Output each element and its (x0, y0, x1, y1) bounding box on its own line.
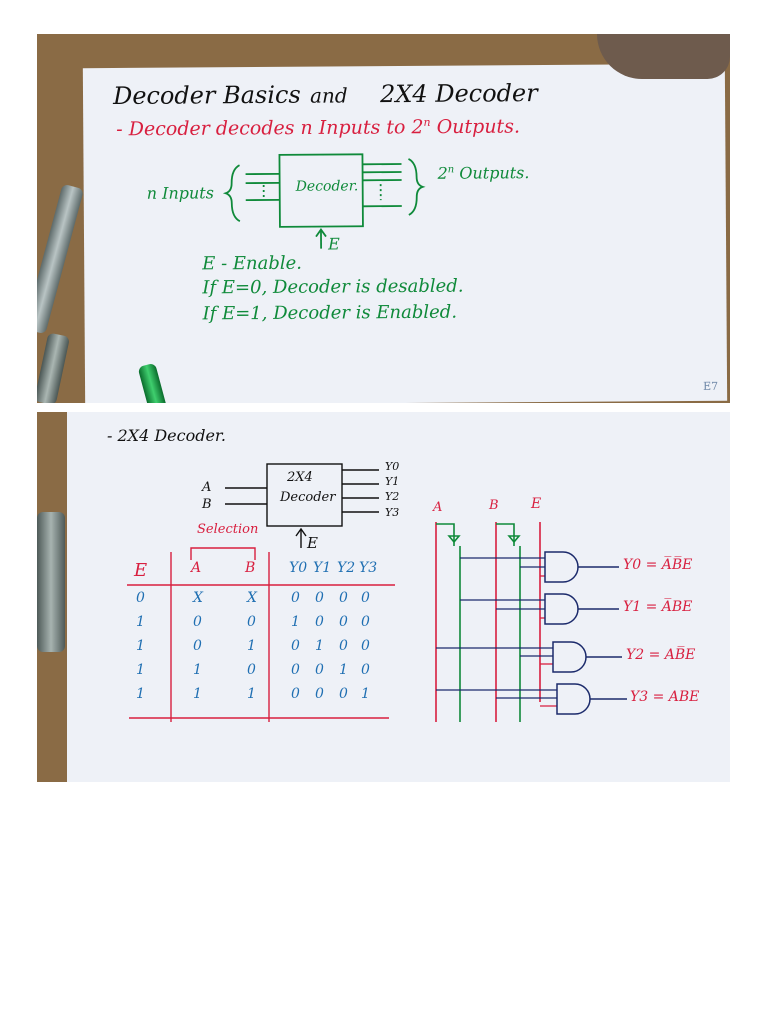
line-label-b: B (489, 498, 499, 513)
table-header: E (134, 560, 148, 581)
output-y3: Y3 (385, 506, 400, 519)
table-header: B (245, 560, 256, 576)
block-line1: 2X4 (287, 470, 313, 485)
input-b: B (202, 497, 212, 512)
note-enabled: If E=1, Decoder is Enabled. (202, 301, 458, 325)
table-cell: 0 (315, 590, 324, 606)
output-y2: Y2 (385, 490, 400, 503)
table-cell: 1 (193, 686, 202, 702)
table-header: Y2 (337, 560, 356, 576)
section-heading: - 2X4 Decoder. (107, 426, 226, 445)
selection-label: Selection (197, 522, 259, 537)
line-label-e: E (531, 496, 542, 512)
line-label-a: A (433, 500, 443, 515)
note-disabled: If E=0, Decoder is desabled. (202, 275, 464, 299)
table-cell: 1 (291, 614, 300, 630)
table-cell: 0 (291, 638, 300, 654)
outputs-label: 2n Outputs. (437, 163, 530, 183)
table-cell: 0 (315, 686, 324, 702)
output-y1: Y1 (385, 475, 400, 488)
input-a: A (202, 480, 212, 495)
table-cell: 1 (247, 686, 256, 702)
table-cell: 1 (361, 686, 370, 702)
pen-dark (37, 332, 71, 403)
table-cell: 1 (193, 662, 202, 678)
table-cell: 0 (315, 614, 324, 630)
decoder-block-diagram (222, 153, 426, 249)
table-cell: 0 (361, 614, 370, 630)
pen-grey (37, 183, 85, 335)
decoder-block-label: Decoder. (295, 178, 359, 195)
paper-sheet-bottom: - 2X4 Decoder. 2X4 Dec (67, 412, 730, 782)
table-cell: 0 (247, 662, 256, 678)
table-header: Y0 (289, 560, 308, 576)
table-cell: 0 (339, 614, 348, 630)
table-cell: 1 (136, 662, 145, 678)
logic-circuit (435, 522, 627, 722)
n-inputs-label: n Inputs (146, 183, 214, 203)
top-photo: Decoder Basics and 2X4 Decoder - Decoder… (37, 34, 730, 403)
bottom-photo: - 2X4 Decoder. 2X4 Dec (37, 412, 730, 782)
table-cell: 0 (339, 638, 348, 654)
equation-y2: Y2 = AB̅E (626, 647, 696, 663)
table-cell: 0 (193, 638, 202, 654)
table-cell: 0 (339, 590, 348, 606)
enable-label: E (307, 534, 318, 552)
table-cell: 0 (361, 590, 370, 606)
and-gates (544, 551, 627, 715)
table-cell: X (247, 590, 257, 606)
enable-arrow-label: E (327, 234, 340, 254)
table-cell: 1 (247, 638, 256, 654)
table-cell: 0 (315, 662, 324, 678)
table-cell: 0 (361, 662, 370, 678)
paper-sheet-top: Decoder Basics and 2X4 Decoder - Decoder… (82, 63, 728, 403)
table-cell: 1 (315, 638, 324, 654)
table-cell: 1 (136, 614, 145, 630)
table-cell: 1 (136, 638, 145, 654)
block-line2: Decoder (280, 490, 336, 505)
equation-y3: Y3 = ABE (630, 689, 700, 705)
table-cell: 1 (136, 686, 145, 702)
decoder-2x4-block (127, 463, 395, 722)
table-cell: 0 (339, 686, 348, 702)
table-cell: 0 (361, 638, 370, 654)
table-header: A (191, 560, 202, 576)
table-cell: 0 (291, 662, 300, 678)
table-cell: 1 (339, 662, 348, 678)
table-cell: 0 (247, 614, 256, 630)
table-cell: 0 (136, 590, 145, 606)
equation-y1: Y1 = A̅BE (623, 599, 693, 615)
finger-shadow (597, 34, 730, 79)
equation-y0: Y0 = A̅B̅E (623, 557, 693, 573)
table-cell: 0 (193, 614, 202, 630)
table-header: Y1 (313, 560, 332, 576)
output-y0: Y0 (385, 460, 400, 473)
note-enable: E - Enable. (202, 252, 303, 275)
pen-side (37, 512, 65, 652)
table-cell: 0 (291, 686, 300, 702)
table-cell: X (193, 590, 203, 606)
table-header: Y3 (359, 560, 378, 576)
table-cell: 0 (291, 590, 300, 606)
corner-logo: E7 (703, 379, 719, 393)
